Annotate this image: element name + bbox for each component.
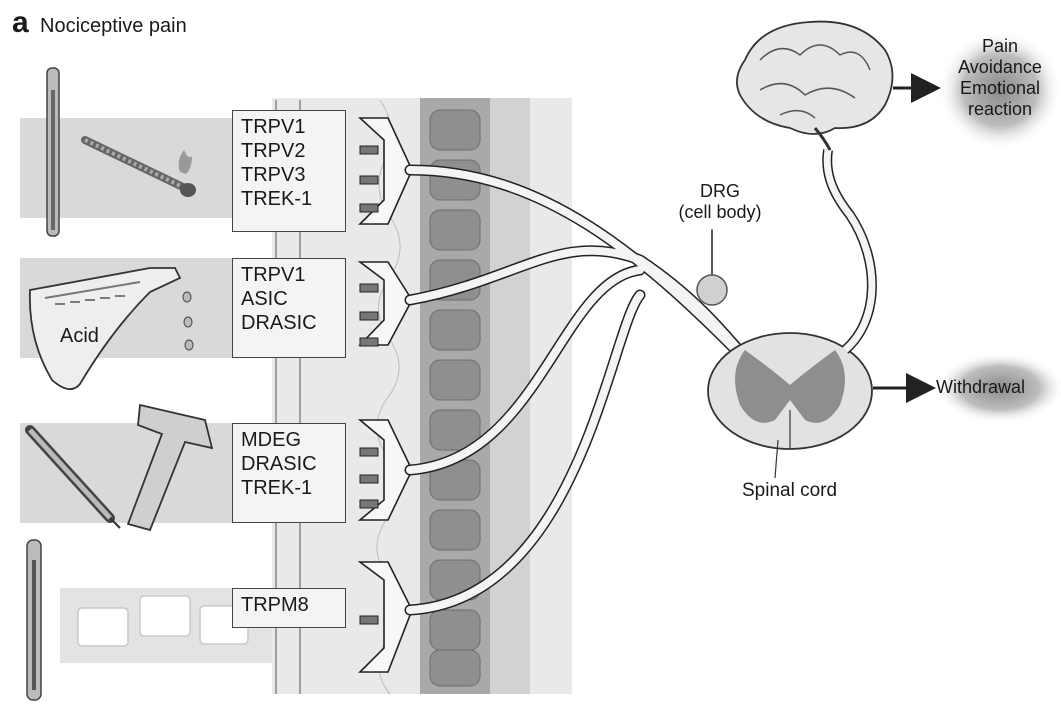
- channel-label: TRPV2: [241, 139, 337, 163]
- drg-label-line: (cell body): [660, 202, 780, 223]
- channel-label: TRPV1: [241, 115, 337, 139]
- drg-label: DRG (cell body): [660, 181, 780, 223]
- brain-output-labels: Pain Avoidance Emotional reaction: [940, 36, 1060, 120]
- channel-label: TRPV1: [241, 263, 337, 287]
- channel-label: TRPM8: [241, 593, 337, 617]
- channel-label: DRASIC: [241, 311, 337, 335]
- channel-group-cold: TRPM8: [232, 588, 346, 628]
- brain-output-label: Emotional: [940, 78, 1060, 99]
- ascending-pathway: [827, 150, 872, 350]
- channel-label: DRASIC: [241, 452, 337, 476]
- channel-label: TREK-1: [241, 187, 337, 211]
- channel-label: ASIC: [241, 287, 337, 311]
- channel-label: TRPV3: [241, 163, 337, 187]
- brain-output-label: reaction: [940, 99, 1060, 120]
- acid-label: Acid: [60, 325, 99, 348]
- spinal-cord: [708, 333, 872, 478]
- channel-group-acid: TRPV1 ASIC DRASIC: [232, 258, 346, 358]
- spinal-cord-label: Spinal cord: [742, 480, 837, 502]
- drg-label-line: DRG: [660, 181, 780, 202]
- brain-output-label: Pain: [940, 36, 1060, 57]
- channel-group-heat: TRPV1 TRPV2 TRPV3 TREK-1: [232, 110, 346, 232]
- drg-cell-body: [697, 275, 727, 305]
- brain-output-label: Avoidance: [940, 57, 1060, 78]
- withdrawal-label: Withdrawal: [936, 377, 1025, 398]
- panel-title: Nociceptive pain: [40, 15, 187, 37]
- channel-label: MDEG: [241, 428, 337, 452]
- channel-label: TREK-1: [241, 476, 337, 500]
- panel-letter: a: [12, 8, 29, 38]
- channel-group-mechanical: MDEG DRASIC TREK-1: [232, 423, 346, 523]
- brain-icon: [737, 22, 893, 150]
